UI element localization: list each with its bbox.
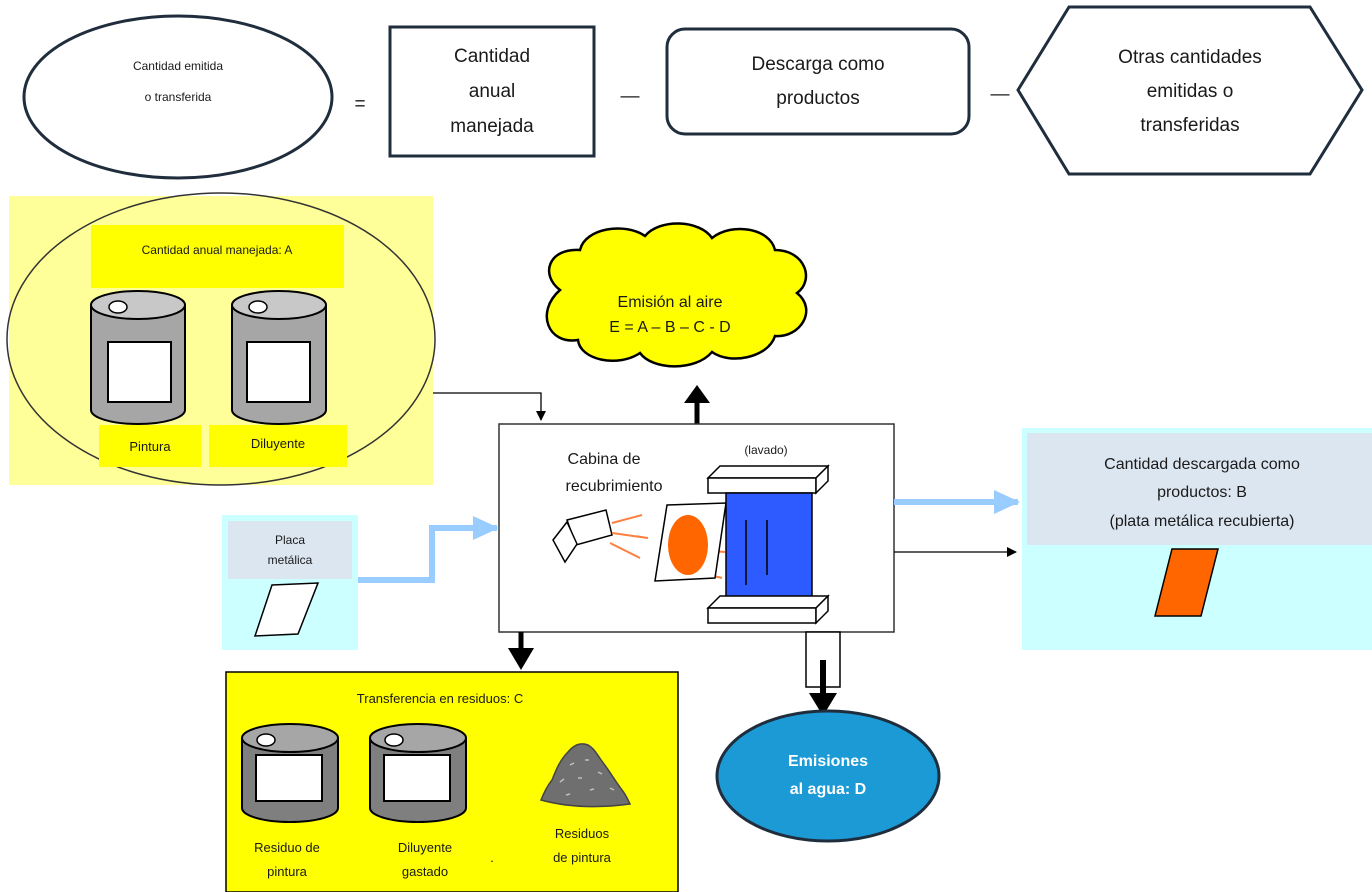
ellipse-text-2: o transferida	[145, 90, 212, 104]
paint-can-icon	[90, 290, 186, 425]
box2-text-2: productos	[776, 88, 859, 109]
spent-thinner-label-1: Diluyente	[398, 840, 452, 855]
air-emission-text-2: E = A – B – C - D	[609, 319, 730, 336]
input-area: Cantidad anual manejada: A Pintura Diluy…	[6, 192, 436, 486]
metal-plate-input: Placa metálica	[222, 515, 358, 650]
waste-area: Transferencia en residuos: C	[225, 671, 679, 892]
products-area: Cantidad descargada como productos: B (p…	[1022, 428, 1372, 650]
paint-residue-label-1: Residuos	[555, 826, 610, 841]
thinner-label: Diluyente	[251, 436, 305, 451]
equals-sign: =	[354, 94, 365, 115]
input-to-booth-arrow	[433, 392, 546, 421]
spray-gun-icon	[552, 509, 613, 564]
box1-text-3: manejada	[450, 116, 534, 137]
plate-label-box	[228, 521, 352, 579]
paint-residue-pile-icon	[539, 743, 632, 808]
air-emission-cloud: Emisión al aire E = A – B – C - D	[545, 222, 808, 368]
water-emission-ellipse	[715, 709, 941, 843]
water-emission-text-1: Emisiones	[788, 753, 868, 770]
paint-splash-icon	[668, 515, 708, 575]
paint-waste-label-1: Residuo de	[254, 840, 320, 855]
booth-to-water-arrow-head	[809, 693, 837, 716]
box2-text-1: Descarga como	[751, 54, 884, 75]
ellipse-text-1: Cantidad emitida	[133, 59, 223, 73]
equation-row: Cantidad emitida o transferida = Cantida…	[22, 5, 1364, 180]
waste-dot: .	[490, 850, 494, 865]
annual-amount-box	[388, 25, 596, 158]
minus-sign-1: —	[621, 86, 640, 107]
air-emission-text-1: Emisión al aire	[618, 294, 723, 311]
paint-label: Pintura	[129, 439, 171, 454]
spent-thinner-can-icon	[369, 723, 467, 823]
booth-label-1: Cabina de	[568, 451, 641, 468]
hex-text-2: emitidas o	[1147, 81, 1234, 102]
paint-label-box	[99, 425, 201, 467]
wash-booth-icon	[706, 464, 830, 625]
input-ellipse	[6, 192, 436, 486]
booth-to-waste-arrow-head	[508, 648, 534, 670]
box1-text-1: Cantidad	[454, 46, 530, 67]
thinner-can-icon	[231, 290, 327, 425]
products-label-box	[1027, 433, 1372, 545]
input-title-box	[91, 225, 344, 288]
coated-plate-icon	[1154, 548, 1219, 617]
thinner-label-box	[209, 425, 347, 467]
coating-booth: Cabina de recubrimiento (lavado)	[498, 423, 895, 633]
box1-text-2: anual	[469, 81, 516, 102]
water-emission: Emisiones al agua: D	[715, 709, 941, 843]
plate-label-2: metálica	[268, 553, 313, 567]
products-discharge-box	[665, 27, 971, 136]
blank-plate-icon	[253, 582, 320, 637]
booth-label-2: recubrimiento	[566, 478, 663, 495]
paint-waste-can-icon	[241, 723, 339, 823]
waste-title: Transferencia en residuos: C	[357, 691, 523, 706]
paint-waste-label-2: pintura	[267, 864, 308, 879]
hex-text-3: transferidas	[1140, 115, 1239, 136]
minus-sign-2: —	[991, 84, 1010, 105]
products-text-2: productos: B	[1157, 484, 1247, 501]
plate-label-1: Placa	[275, 533, 305, 547]
booth-to-air-arrow-head	[684, 385, 710, 403]
products-text-1: Cantidad descargada como	[1104, 456, 1300, 473]
input-title: Cantidad anual manejada: A	[142, 243, 293, 257]
wash-label: (lavado)	[744, 443, 787, 457]
hex-text-1: Otras cantidades	[1118, 47, 1262, 68]
other-amounts-hexagon	[1016, 5, 1364, 176]
water-emission-text-2: al agua: D	[790, 781, 866, 798]
emitted-amount-ellipse	[22, 14, 334, 180]
plate-to-booth-arrow	[358, 516, 499, 583]
spent-thinner-label-2: gastado	[402, 864, 448, 879]
paint-residue-label-2: de pintura	[553, 850, 612, 865]
products-text-3: (plata metálica recubierta)	[1110, 513, 1295, 530]
